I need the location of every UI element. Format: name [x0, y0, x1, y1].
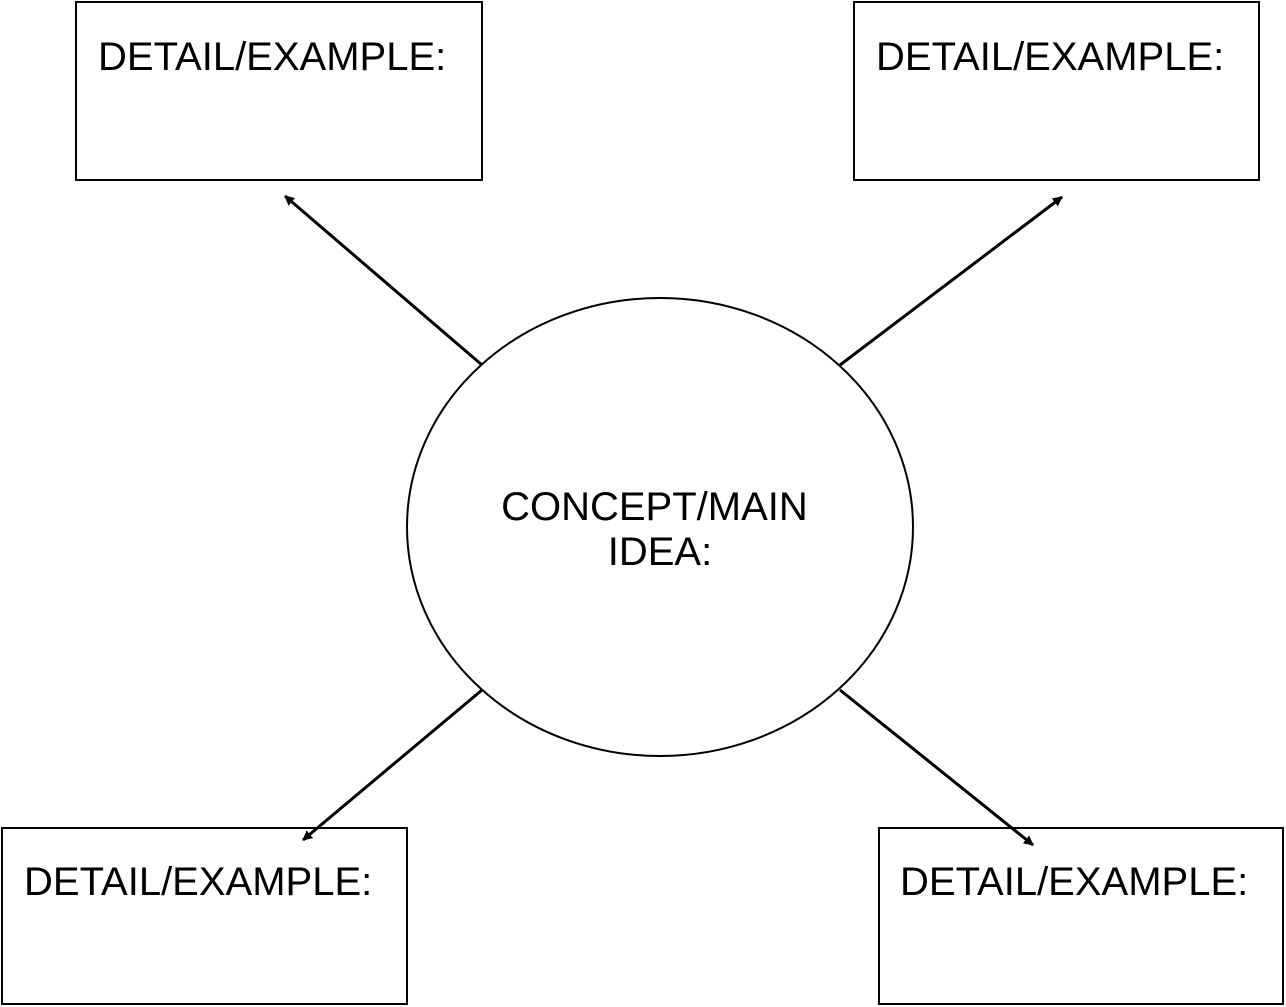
arrow-to-bottom-right	[839, 688, 1034, 847]
concept-label: CONCEPT/MAIN IDEA:	[501, 485, 819, 574]
detail-box-bottom-left-frame	[1, 827, 408, 1005]
concept-label-line2: IDEA:	[608, 530, 712, 574]
detail-box-bottom-right: DETAIL/EXAMPLE:	[878, 827, 1284, 1005]
arrow-to-top-right	[839, 195, 1063, 367]
arrow-to-bottom-left	[302, 688, 483, 842]
arrow-to-top-left	[284, 194, 483, 367]
detail-box-top-right-frame	[853, 1, 1260, 181]
detail-box-top-left: DETAIL/EXAMPLE:	[75, 1, 483, 181]
detail-box-top-right: DETAIL/EXAMPLE:	[853, 1, 1260, 181]
detail-label-top-left: DETAIL/EXAMPLE:	[98, 35, 446, 79]
detail-box-top-left-frame	[75, 1, 483, 181]
detail-label-bottom-right: DETAIL/EXAMPLE:	[900, 860, 1248, 904]
concept-node: CONCEPT/MAIN IDEA:	[406, 297, 914, 757]
detail-label-top-right: DETAIL/EXAMPLE:	[876, 35, 1224, 79]
detail-label-bottom-left: DETAIL/EXAMPLE:	[24, 860, 372, 904]
concept-ellipse	[406, 297, 914, 757]
concept-label-line1: CONCEPT/MAIN	[501, 485, 808, 529]
detail-box-bottom-left: DETAIL/EXAMPLE:	[1, 827, 408, 1005]
detail-box-bottom-right-frame	[878, 827, 1284, 1005]
